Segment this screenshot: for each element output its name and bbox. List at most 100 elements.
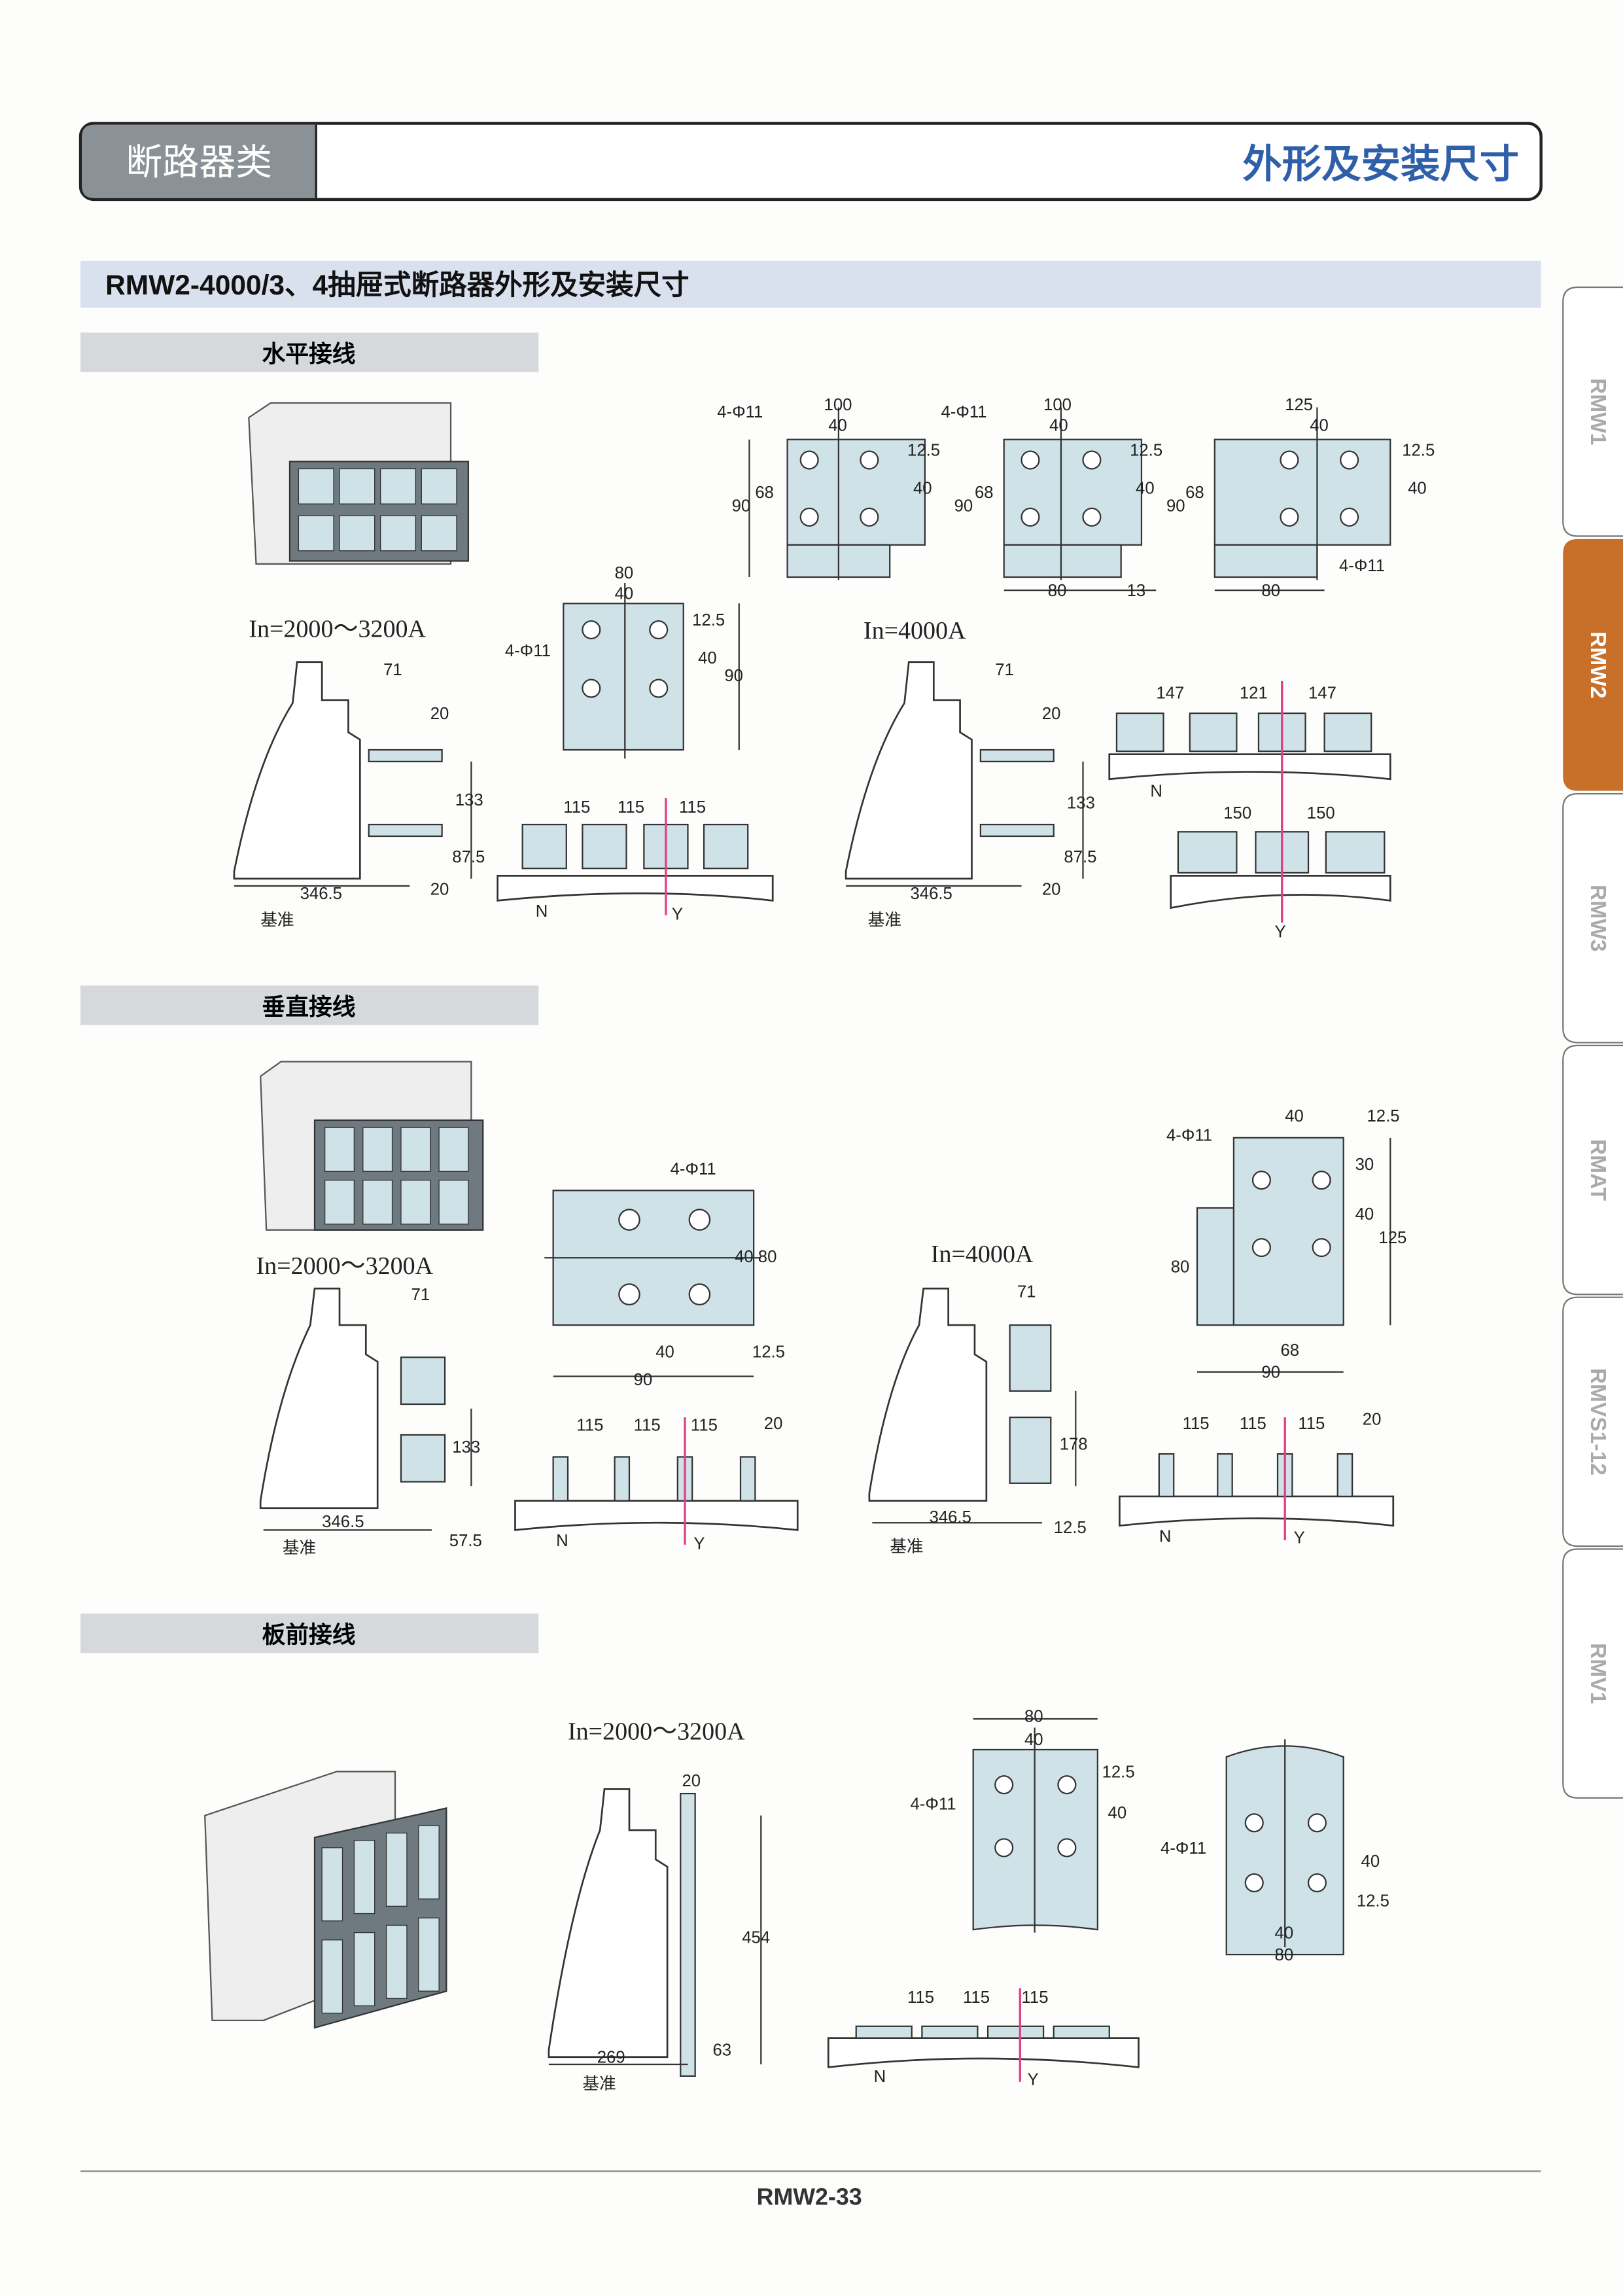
dimension-label: 40: [1024, 1731, 1043, 1749]
terminal-plate-drawing-5: [544, 1190, 761, 1377]
dimension-label: 80: [615, 564, 634, 582]
dimension-label: 87.5: [1064, 848, 1096, 866]
dimension-label: 80: [1275, 1946, 1294, 1964]
dimension-label: 90: [1261, 1364, 1280, 1382]
dimension-label: 71: [411, 1286, 430, 1304]
side-tab-rmw3[interactable]: RMW3: [1562, 792, 1623, 1044]
dimension-label: 4-Φ11: [911, 1795, 956, 1814]
dimension-label: 68: [755, 484, 774, 502]
phase-label: N: [1150, 783, 1162, 801]
dimension-label: 12.5: [1130, 441, 1162, 459]
rating-caption: In=2000～3200A: [256, 1252, 434, 1280]
dimension-label: 57.5: [449, 1532, 482, 1550]
datum-label: 基准: [260, 910, 294, 929]
dimension-label: 90: [1166, 497, 1185, 515]
side-tab-label: RMW1: [1586, 378, 1610, 446]
dimension-label: 100: [824, 396, 852, 414]
side-tab-label: RMV1: [1586, 1643, 1610, 1704]
terminal-plate-drawing-6: [1196, 1137, 1391, 1373]
spacing-label: 115: [691, 1416, 718, 1434]
side-profile-horizontal-4000: [845, 661, 1084, 887]
spacing-label: 115: [963, 1988, 990, 2007]
subsection-label: 板前接线: [262, 1622, 355, 1648]
rating-caption: In=4000A: [864, 617, 966, 645]
side-tab-rmat[interactable]: RMAT: [1562, 1044, 1623, 1296]
dimension-label: 40: [615, 585, 634, 603]
section-title-bar: [80, 260, 1541, 308]
spacing-label: 115: [634, 1416, 661, 1434]
terminal-plate-drawing-4: [563, 582, 740, 759]
dimension-label: 4-Φ11: [1339, 557, 1385, 575]
dimension-label: 68: [1185, 484, 1204, 502]
dimension-label: 4-Φ11: [941, 403, 986, 421]
dimension-label: 80: [1024, 1707, 1043, 1725]
side-profile-vertical-4000: [868, 1287, 1077, 1524]
dimension-label: 12.5: [907, 441, 940, 459]
spacing-label: 115: [1298, 1415, 1325, 1433]
dimension-label: 12.5: [692, 611, 725, 629]
dimension-label: 40: [1275, 1924, 1294, 1943]
spacing-label: 115: [679, 798, 706, 817]
side-profile-front: [548, 1788, 762, 2077]
datum-label: 基准: [582, 2074, 616, 2093]
dimension-label: 20: [1042, 880, 1061, 898]
datum-label: 基准: [868, 910, 901, 929]
dimension-label: 12.5: [1367, 1107, 1399, 1125]
dimension-label: 71: [1017, 1283, 1036, 1301]
dimension-label: 12.5: [1054, 1519, 1087, 1537]
terminal-plate-drawing-3: 125 40 12.5 40 68 90 4-Φ11 80: [1166, 396, 1435, 600]
side-profile-horizontal-2000: [233, 661, 472, 887]
dimension-label: 20: [430, 880, 449, 898]
dimension-label: 12.5: [1357, 1892, 1389, 1910]
dimension-label: 4-Φ11: [717, 403, 763, 421]
side-tab-rmw1[interactable]: RMW1: [1562, 286, 1623, 537]
dimension-label: 40 80: [735, 1248, 777, 1266]
busbar-layout-vertical-4000: [1119, 1417, 1395, 1541]
side-tab-label: RMW2: [1586, 631, 1610, 698]
spacing-label: 20: [764, 1415, 783, 1433]
side-tab-rmw2[interactable]: RMW2: [1563, 539, 1623, 791]
dimension-label: 30: [1355, 1156, 1374, 1174]
side-tab-label: RMW3: [1586, 885, 1610, 952]
spacing-label: 115: [1240, 1415, 1266, 1433]
rating-caption: In=4000A: [931, 1241, 1034, 1268]
dimension-label: 80: [1171, 1258, 1190, 1277]
dimension-label: 12.5: [1402, 441, 1435, 459]
dimension-label: 40: [1408, 479, 1427, 497]
dimension-label: 12.5: [1102, 1763, 1135, 1781]
subsection-vertical: [80, 985, 539, 1025]
dimension-label: 40: [1310, 416, 1329, 434]
dimension-label: 346.5: [930, 1508, 971, 1527]
dimension-label: 346.5: [322, 1513, 364, 1531]
dimension-label: 40: [828, 416, 847, 434]
dimension-label: 20: [682, 1772, 701, 1790]
dimension-label: 40: [1361, 1852, 1380, 1871]
terminal-plate-drawing-8: [1225, 1739, 1344, 1956]
spacing-label: 147: [1308, 684, 1336, 703]
dimension-label: 80: [1261, 582, 1280, 600]
terminal-plate-drawing-7: [972, 1718, 1098, 1933]
dimension-label: 100: [1043, 396, 1072, 414]
dimension-label: 80: [1048, 582, 1067, 600]
side-tab-rmv1[interactable]: RMV1: [1562, 1548, 1623, 1799]
dimension-label: 133: [452, 1438, 480, 1457]
dimension-label: 12.5: [752, 1343, 785, 1361]
spacing-label: 115: [563, 798, 590, 817]
dimension-label: 90: [954, 497, 973, 515]
dimension-label: 133: [455, 791, 483, 809]
breaker-photo-vertical: [260, 1061, 484, 1231]
subsection-horizontal: [80, 332, 539, 372]
dimension-label: 71: [995, 661, 1014, 679]
phase-label: N: [874, 2068, 886, 2086]
subsection-label: 水平接线: [262, 341, 355, 367]
side-tab-rmvs1-12[interactable]: RMVS1-12: [1562, 1296, 1623, 1547]
phase-label: N: [1159, 1527, 1172, 1545]
dimension-label: 87.5: [452, 848, 485, 866]
side-tab-label: RMVS1-12: [1586, 1368, 1610, 1475]
category-label: 断路器类: [126, 141, 272, 183]
terminal-plate-drawing-1: 4-Φ11 100 40 12.5 40 68 90: [717, 396, 940, 580]
dimension-label: 71: [383, 661, 402, 679]
dimension-label: 4-Φ11: [505, 642, 551, 660]
